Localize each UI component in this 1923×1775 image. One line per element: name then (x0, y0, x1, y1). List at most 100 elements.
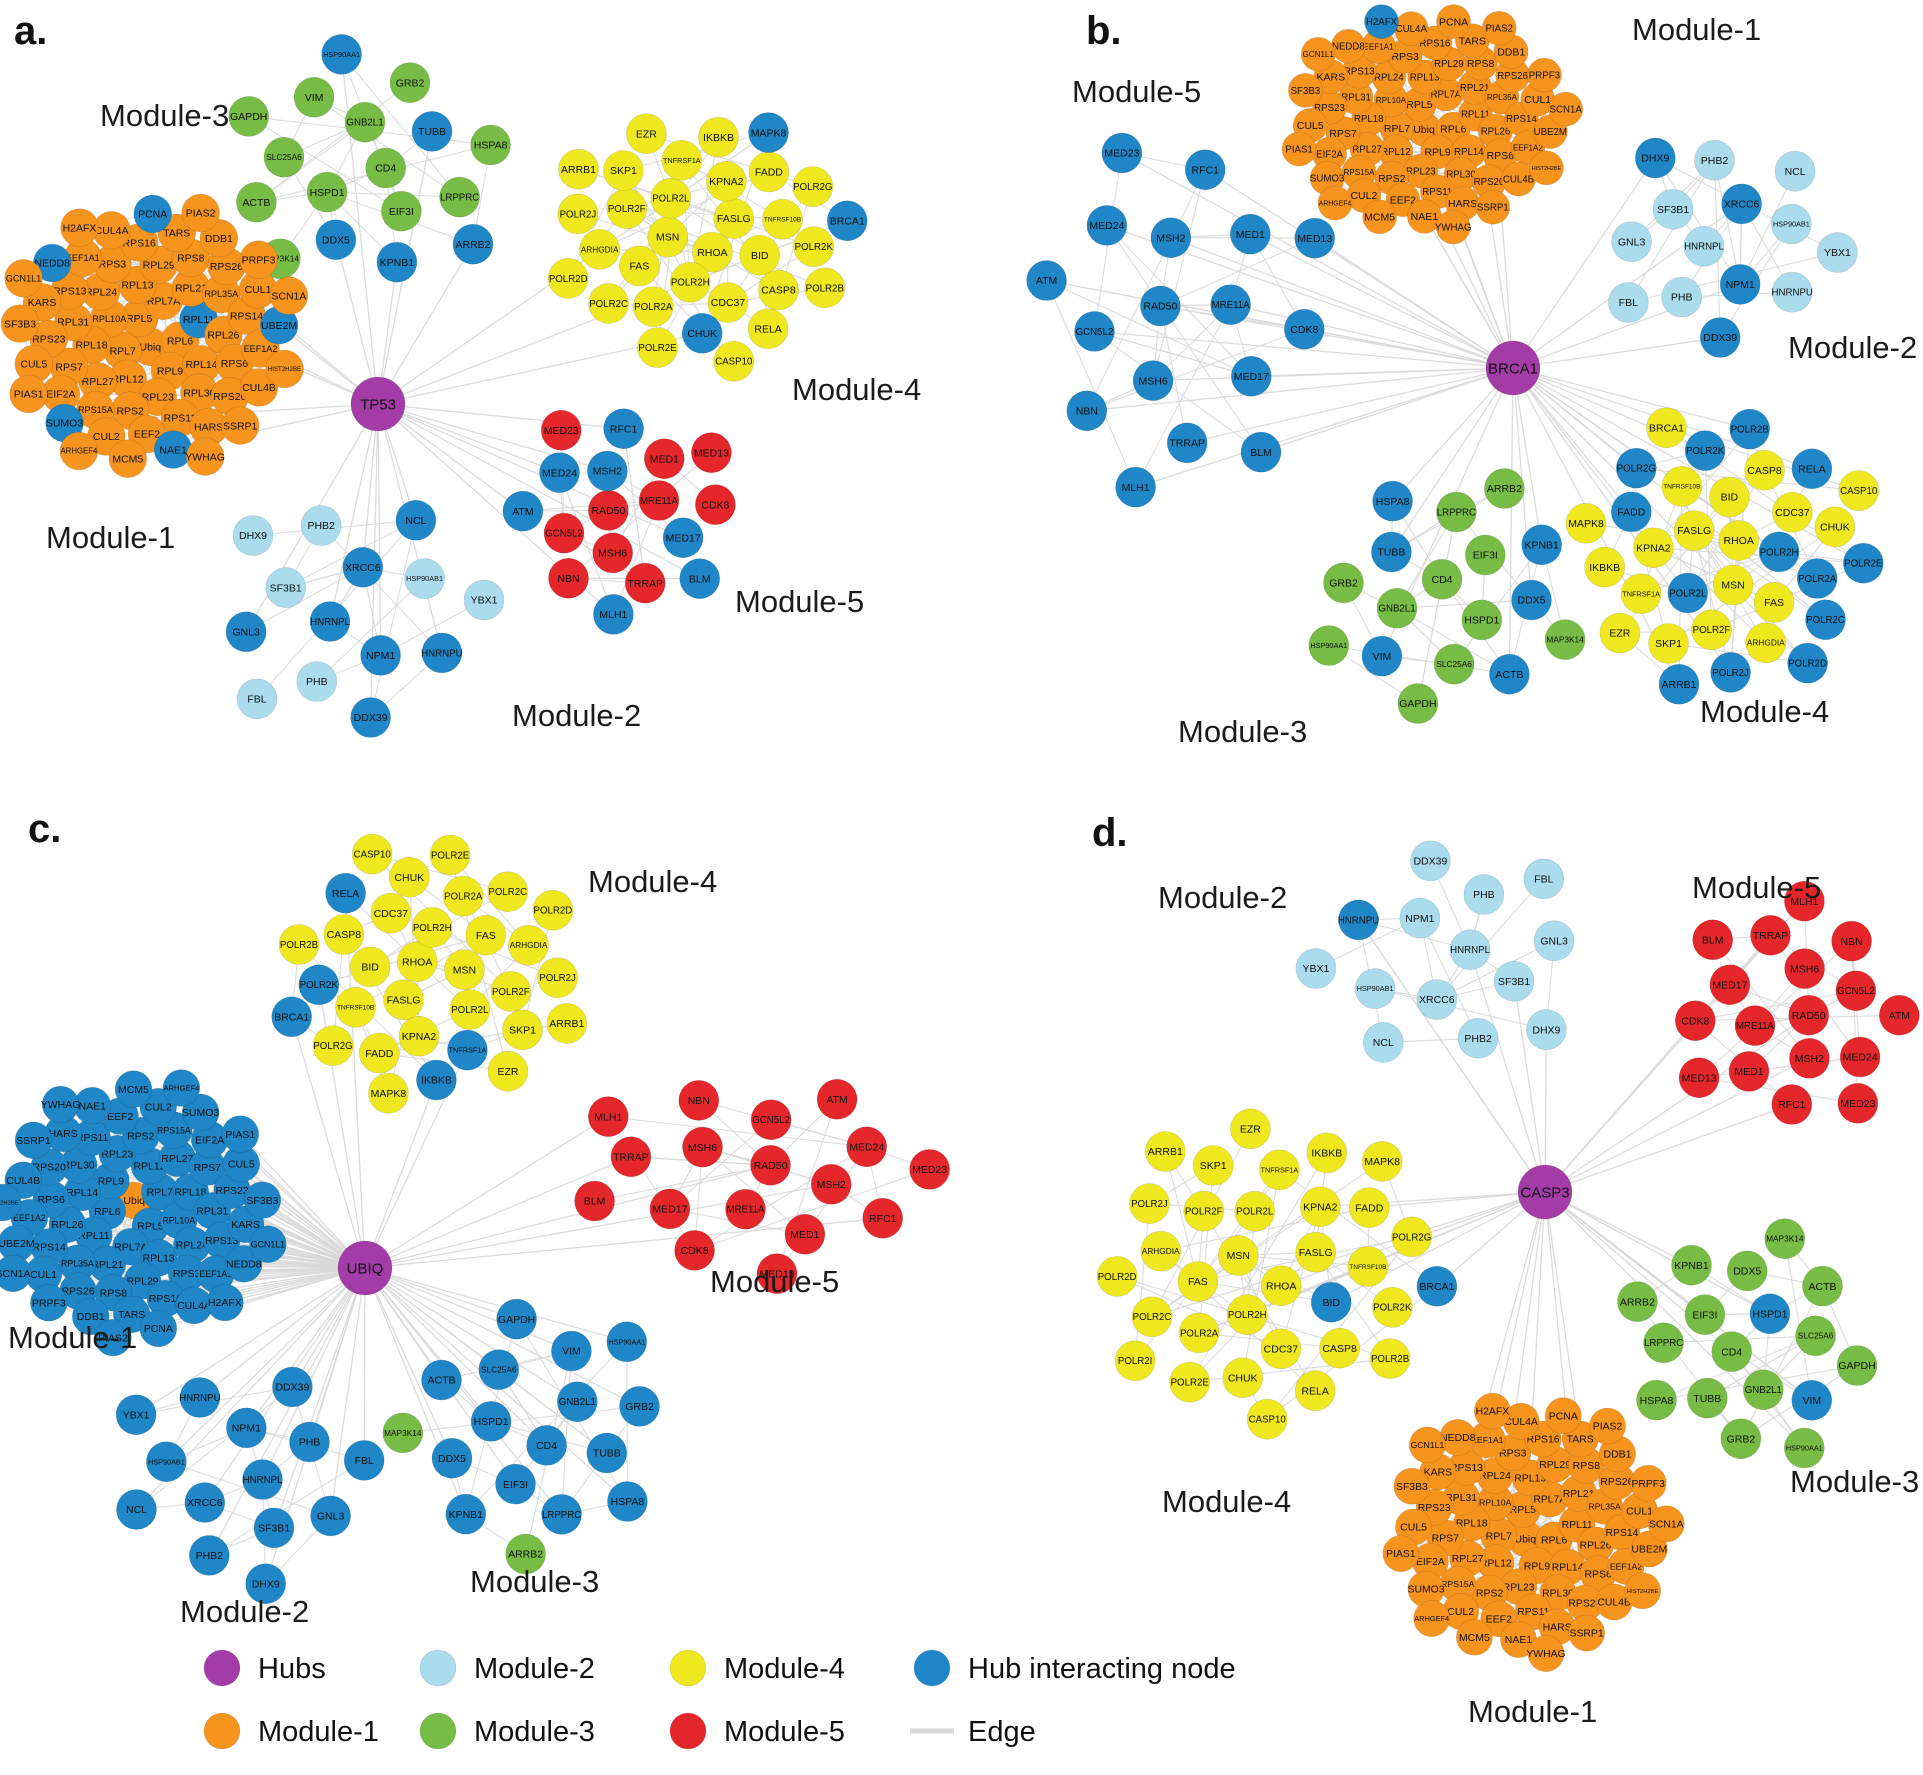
node-MED17: MED17 (662, 517, 704, 559)
node-label-FAS: FAS (1188, 1276, 1208, 1288)
node-circle-MAP3K14 (382, 1412, 424, 1454)
node-circle-NPM1 (226, 1407, 267, 1449)
node-circle-CHUK (1222, 1357, 1263, 1398)
node-SCN1A: SCN1A (0, 1254, 32, 1293)
node-SSRP1: SSRP1 (221, 406, 260, 445)
node-label-MED17: MED17 (1712, 979, 1747, 991)
hub-CASP3: CASP3 (1517, 1164, 1573, 1220)
node-label-CDC37: CDC37 (374, 908, 409, 920)
node-CUL4A: CUL4A (1394, 11, 1429, 46)
node-label-NAE1: NAE1 (159, 444, 187, 456)
node-CHUK: CHUK (1814, 506, 1856, 548)
node-circle-TNFRSF10B (335, 986, 376, 1028)
legend-label-module-3: Module-3 (474, 1716, 595, 1748)
node-label-RFC1: RFC1 (610, 423, 638, 435)
node-RHOA: RHOA (1718, 520, 1759, 561)
node-POLR2B: POLR2B (278, 924, 320, 965)
node-circle-PHB (1661, 276, 1702, 318)
node-label-HNRNPU: HNRNPU (179, 1393, 220, 1404)
node-label-GNB2L1: GNB2L1 (346, 118, 383, 129)
edge (1695, 990, 1857, 1022)
node-label-KPNA2: KPNA2 (1303, 1201, 1338, 1213)
node-POLR2C: POLR2C (588, 283, 629, 324)
node-GAPDH: GAPDH (1397, 683, 1439, 724)
node-RPS16: RPS16 (146, 1279, 185, 1318)
node-label-RPL30: RPL30 (1542, 1588, 1574, 1599)
node-circle-MED24 (1839, 1036, 1881, 1078)
node-label-RPS13: RPS13 (1450, 1463, 1483, 1474)
node-circle-CDK8 (1675, 1000, 1716, 1042)
hub-edge (1187, 367, 1514, 444)
node-circle-XRCC6 (1721, 183, 1762, 225)
node-circle-CASP10 (1246, 1398, 1288, 1440)
node-circle-GNB2L1 (1376, 587, 1418, 629)
node-label-CDC37: CDC37 (711, 297, 746, 309)
node-label-PHB2: PHB2 (196, 1550, 224, 1562)
node-circle-DDX39 (1410, 840, 1451, 882)
node-circle-MSN (1218, 1235, 1259, 1276)
edge (245, 566, 364, 633)
hub-edge (1544, 1191, 1771, 1315)
node-circle-SF3B3 (1288, 73, 1323, 108)
node-label-RPL21: RPL21 (1563, 1489, 1595, 1500)
node-label-RPL26: RPL26 (51, 1219, 83, 1231)
node-circle-KPNB1 (445, 1493, 487, 1535)
node-label-MCM5: MCM5 (1364, 211, 1395, 223)
node-label-MED23: MED23 (1104, 148, 1139, 160)
node-MED23: MED23 (540, 409, 582, 451)
edge (1135, 304, 1232, 488)
node-label-POLR2C: POLR2C (589, 299, 628, 310)
node-MED23: MED23 (1101, 132, 1143, 174)
node-EZR: EZR (487, 1050, 529, 1092)
node-label-CUL2: CUL2 (145, 1101, 172, 1113)
node-CDC37: CDC37 (370, 892, 412, 934)
node-label-RPL24: RPL24 (176, 1240, 208, 1252)
node-label-GAPDH: GAPDH (230, 111, 267, 123)
node-circle-MCM5 (114, 1070, 153, 1108)
node-label-RHOA: RHOA (1266, 1280, 1296, 1292)
node-circle-PRPF3 (1629, 1464, 1667, 1502)
node-HIST2H2BE: HIST2H2BE (1529, 150, 1564, 186)
node-label-POLR2A: POLR2A (634, 302, 673, 313)
node-label-POLR2G: POLR2G (793, 182, 832, 193)
node-label-MSN: MSN (1227, 1250, 1250, 1262)
node-MAPK8: MAPK8 (1361, 1141, 1403, 1182)
hub-edge (364, 1156, 632, 1269)
node-SSRP1: SSRP1 (14, 1121, 53, 1160)
node-RHOA: RHOA (1260, 1265, 1302, 1306)
node-label-MED17: MED17 (666, 532, 701, 544)
node-label-EIF3I: EIF3I (1692, 1309, 1717, 1321)
node-label-CDC37: CDC37 (1775, 507, 1810, 519)
node-MRE11A: MRE11A (1734, 1005, 1776, 1046)
node-ARRB1: ARRB1 (1145, 1131, 1186, 1172)
node-circle-POLR2F (1183, 1190, 1224, 1232)
node-circle-POLR2C (1131, 1296, 1173, 1338)
node-circle-SF3B1 (1652, 188, 1694, 230)
node-PRPF3: PRPF3 (239, 240, 278, 279)
node-HSPA8: HSPA8 (1372, 480, 1413, 522)
node-label-PIAS2: PIAS2 (1593, 1422, 1623, 1433)
hub-edge (344, 893, 366, 1269)
node-NCL: NCL (116, 1489, 157, 1530)
node-label-MAPK8: MAPK8 (1568, 518, 1604, 530)
node-RPS20: RPS20 (210, 376, 250, 416)
panel-d: HNRNPLXRCC6NPM1SF3B1HSP90AB1PHBPHB2HNRNP… (1092, 811, 1920, 1729)
node-label-EEF1A1: EEF1A1 (66, 253, 100, 263)
module-2-swatch-icon (419, 1649, 457, 1687)
node-label-CUL4B: CUL4B (242, 382, 276, 394)
node-circle-PIAS1 (1382, 1535, 1420, 1572)
node-label-RHOA: RHOA (1724, 535, 1754, 547)
node-label-KPNB1: KPNB1 (449, 1509, 484, 1521)
node-label-DDX5: DDX5 (438, 1453, 466, 1465)
node-circle-RELA (1791, 448, 1833, 490)
node-circle-H2AFX (60, 208, 99, 247)
node-circle-ARHGDIA (1140, 1230, 1181, 1272)
node-circle-TUBB (586, 1432, 628, 1474)
node-label-FBL: FBL (355, 1455, 374, 1467)
node-label-MCM5: MCM5 (112, 453, 143, 465)
node-EZR: EZR (626, 113, 667, 154)
node-label-FADD: FADD (1617, 507, 1645, 519)
node-label-BID: BID (1721, 492, 1739, 504)
node-SF3B1: SF3B1 (1493, 960, 1535, 1002)
node-HIST2H2BE: HIST2H2BE (1624, 1572, 1662, 1610)
